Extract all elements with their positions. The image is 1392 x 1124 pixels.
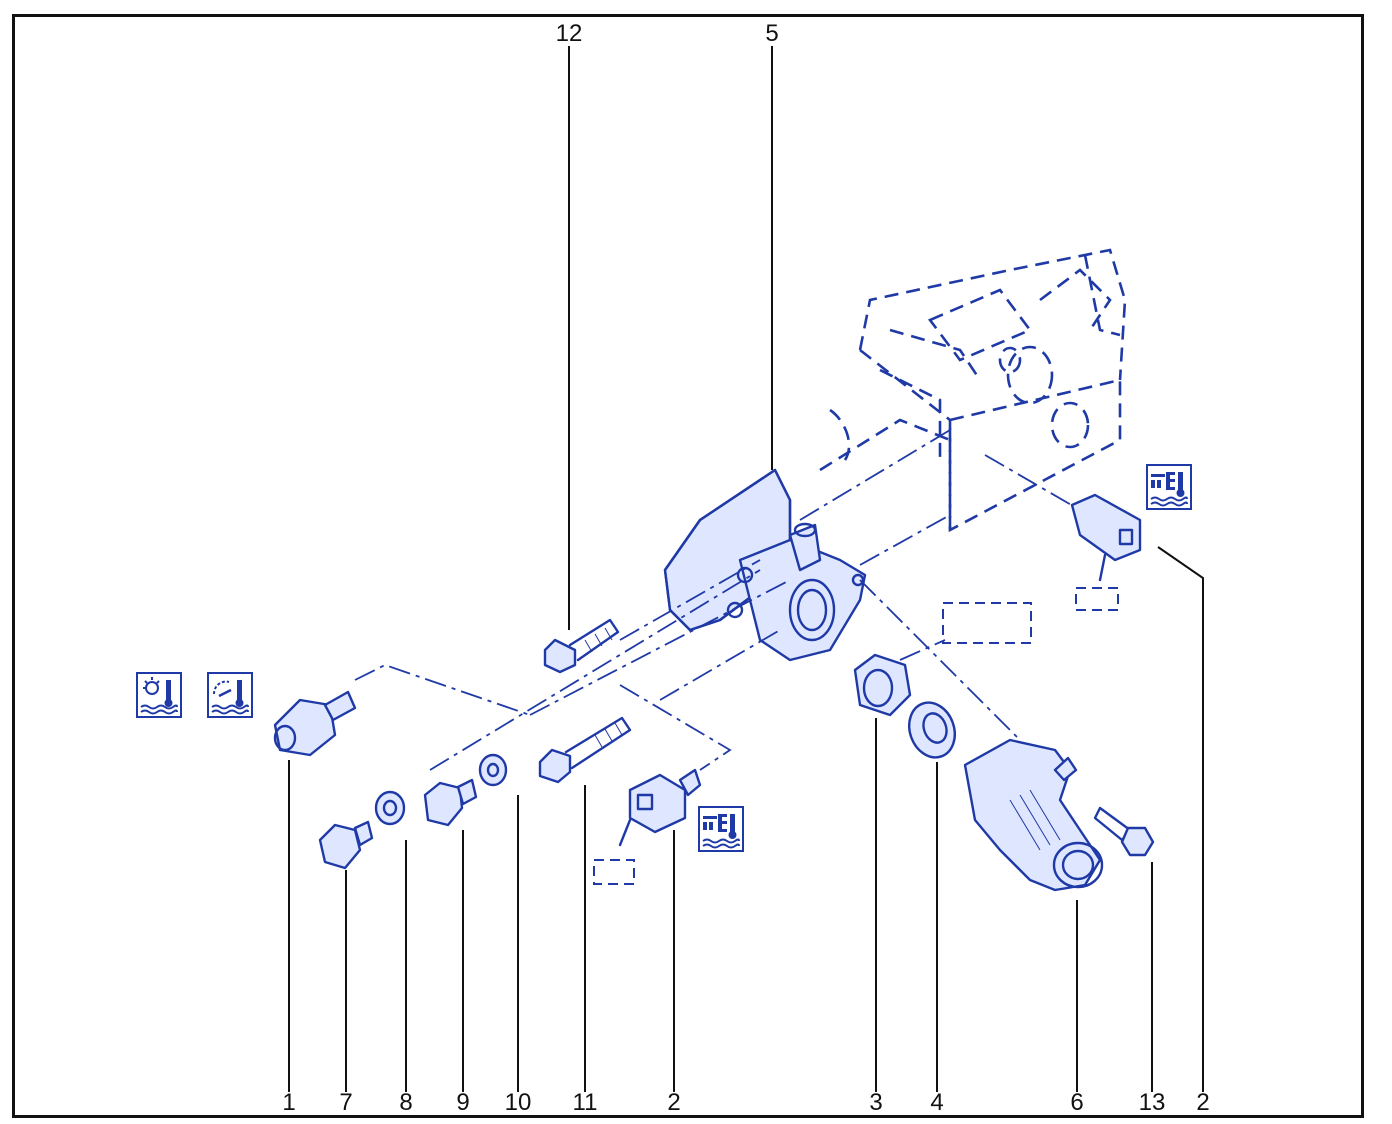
coolant-temp-glyph-center — [702, 814, 740, 849]
label-9: 9 — [456, 1089, 470, 1116]
temp-gauge-glyph — [211, 680, 249, 715]
coolant-temp-sensor-icon-center — [698, 806, 744, 852]
label-1: 1 — [282, 1089, 296, 1116]
temp-gauge-icon-left — [207, 672, 253, 718]
engine-block-outline — [819, 248, 1127, 533]
bolt-13 — [1093, 806, 1155, 857]
label-12: 12 — [555, 20, 583, 47]
label-5: 5 — [765, 20, 779, 47]
thermostat-housing — [663, 468, 867, 662]
tag-box-center — [593, 859, 635, 885]
washer-10 — [478, 753, 508, 787]
label-3: 3 — [869, 1089, 883, 1116]
warning-light-temp-icon — [136, 672, 182, 718]
tag-box-upper — [942, 602, 1032, 644]
label-7: 7 — [339, 1089, 353, 1116]
sensor-1 — [273, 690, 357, 757]
coolant-temp-glyph-right — [1150, 472, 1188, 507]
bolt-11 — [538, 716, 632, 784]
sensor-2-right — [1070, 493, 1142, 582]
warning-light-temp-glyph — [140, 677, 178, 715]
tag-box-right — [1075, 587, 1119, 611]
plug-7 — [318, 820, 374, 870]
leader-lines — [288, 46, 1204, 1092]
label-6: 6 — [1070, 1089, 1084, 1116]
sensor-2-center — [618, 768, 702, 847]
label-2a: 2 — [667, 1089, 681, 1116]
coolant-temp-sensor-icon-right — [1146, 464, 1192, 510]
label-4: 4 — [930, 1089, 944, 1116]
label-11: 11 — [572, 1089, 598, 1116]
bolt-12 — [543, 618, 620, 674]
seal-4 — [908, 701, 956, 759]
label-2b: 2 — [1196, 1089, 1210, 1116]
washer-8 — [374, 790, 406, 826]
label-10: 10 — [504, 1089, 532, 1116]
assembly-lines — [354, 429, 1081, 771]
outlet-housing-6 — [963, 738, 1104, 892]
label-13: 13 — [1138, 1089, 1166, 1116]
plug-9 — [423, 778, 478, 827]
thermostat-3 — [853, 653, 912, 717]
label-8: 8 — [399, 1089, 413, 1116]
